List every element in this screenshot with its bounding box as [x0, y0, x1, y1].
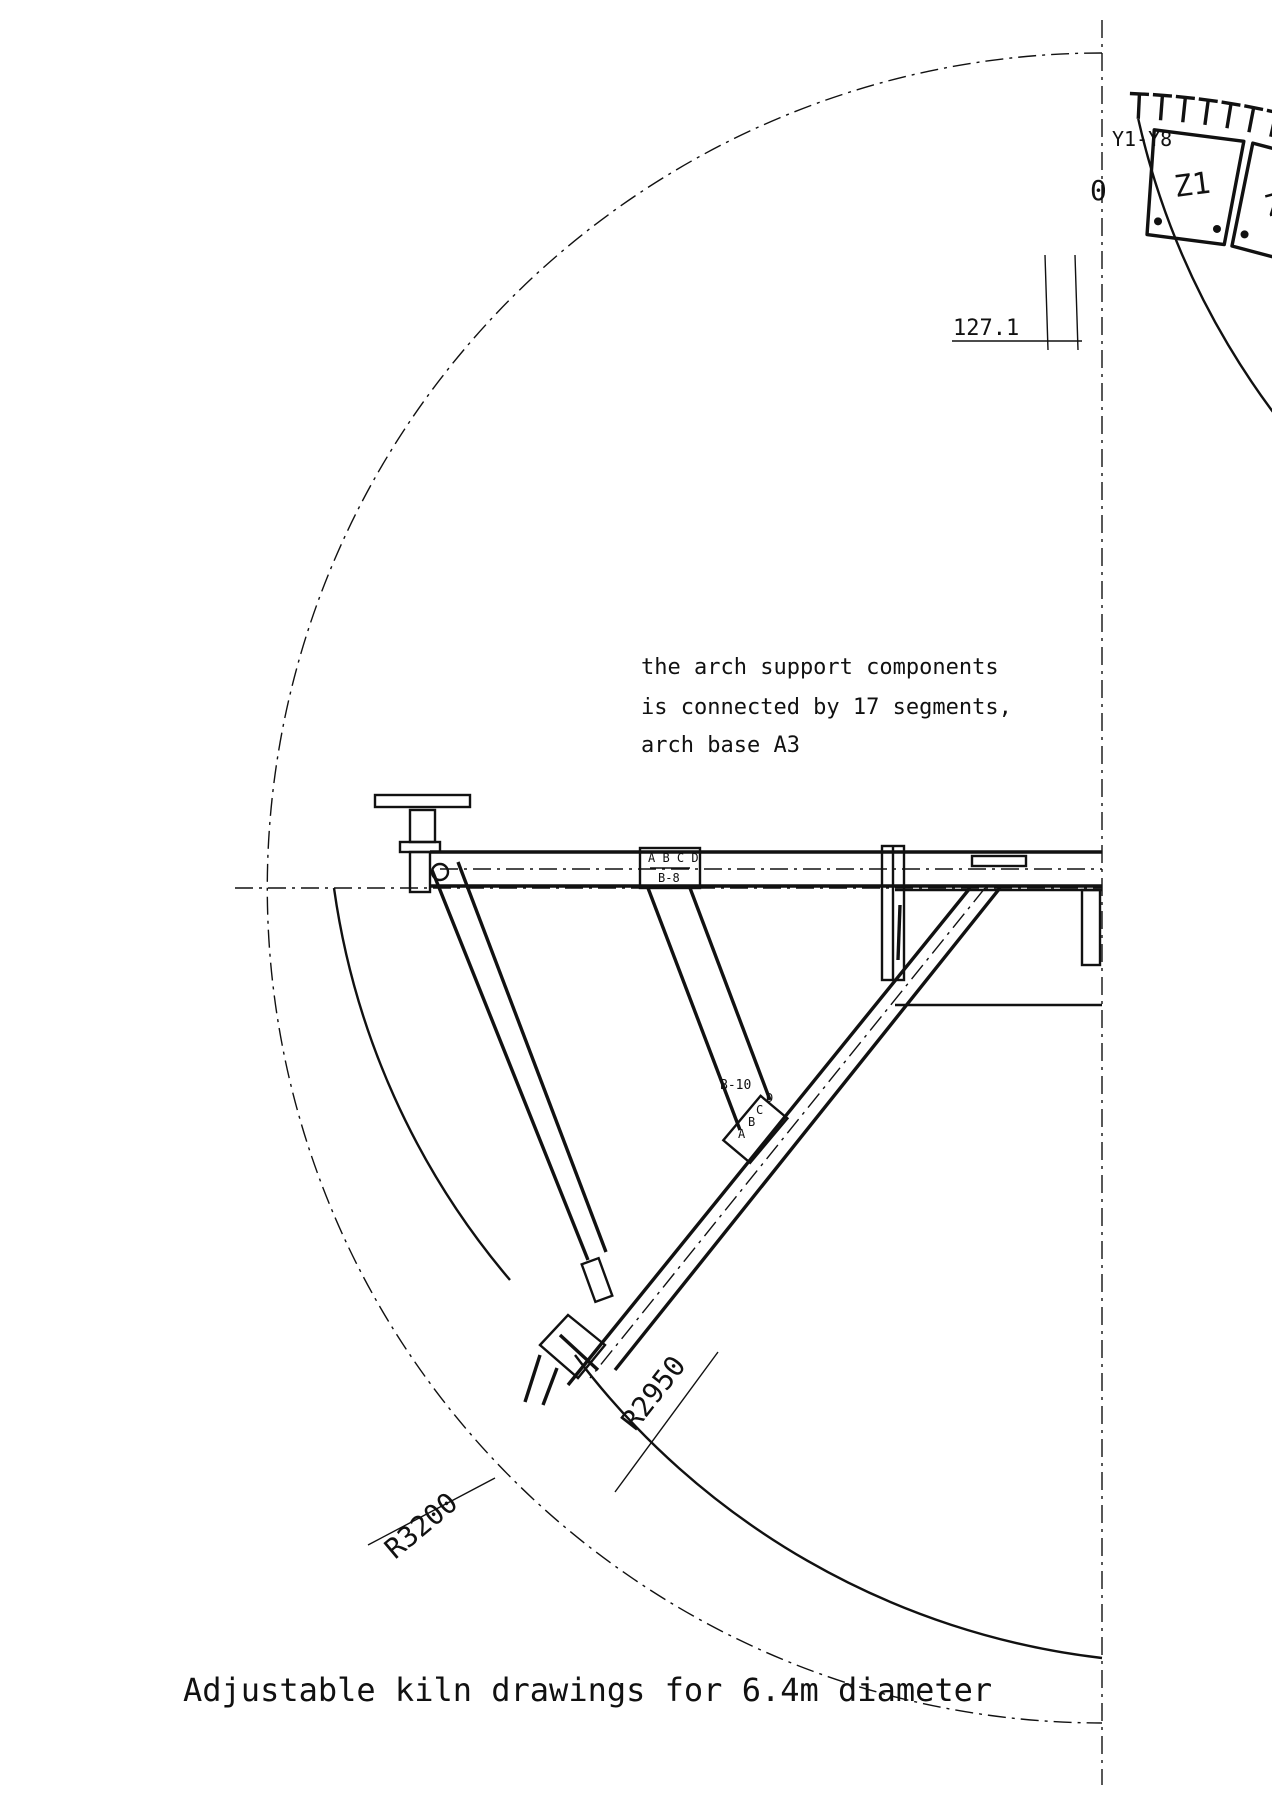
b10-label: B-10	[720, 1078, 751, 1093]
outer-radius-arc	[266, 52, 1103, 1724]
r2950-label: R2950	[615, 1350, 693, 1437]
footer-title: Adjustable kiln drawings for 6.4m diamet…	[183, 1671, 992, 1709]
t-bar	[1158, 95, 1165, 121]
t-bar	[1247, 107, 1256, 133]
dim-127-label: 127.1	[953, 316, 1019, 341]
dim-127-line	[952, 254, 1082, 351]
connection-plate-abcd	[638, 846, 702, 890]
plate-b8-label: B-8	[658, 871, 680, 885]
t-bar-ring-line	[1137, 118, 1272, 413]
t-bar-cap	[1175, 94, 1196, 101]
dim-r2950-line	[614, 1351, 719, 1493]
t-bar-ring	[1129, 91, 1272, 413]
note-line-2: is connected by 17 segments,	[641, 695, 1012, 720]
segment-label: Z1	[1172, 166, 1212, 205]
mark-a: A	[738, 1127, 746, 1141]
bolt-hole	[1240, 230, 1249, 239]
horizontal-beam	[430, 844, 1102, 1007]
diagonal-strut	[566, 886, 1002, 1387]
t-bar	[1203, 99, 1210, 126]
t-bar-cap	[1198, 97, 1218, 104]
t-bar-cap	[1152, 92, 1173, 98]
t-bar	[1225, 103, 1233, 129]
bolt-hole	[1154, 217, 1163, 226]
arch-segments: Z1Z2Z3Z4Z5Z6Z7Z8A3	[1145, 128, 1272, 259]
note-line-1: the arch support components	[641, 655, 999, 680]
arch-segment	[1230, 141, 1272, 259]
arch-segment	[1145, 128, 1246, 247]
mark-c: C	[756, 1103, 763, 1117]
dim-r3200-line	[367, 1477, 496, 1546]
tag-zero: 0	[1090, 174, 1107, 207]
plate-abcd-label: A B C D	[648, 851, 699, 865]
r3200-label: R3200	[378, 1486, 464, 1565]
t-bar	[1136, 93, 1142, 119]
secondary-brace	[646, 887, 790, 1165]
mark-b: B	[748, 1115, 755, 1129]
mark-d: D	[766, 1091, 773, 1105]
note-line-3: arch base A3	[641, 733, 800, 758]
t-bar-cap	[1221, 100, 1241, 107]
t-bar-cap	[1266, 108, 1272, 114]
t-bar	[1181, 97, 1188, 123]
adjustable-jack	[430, 861, 614, 1304]
t-bar-cap	[1243, 104, 1264, 112]
inner-radius-arc-upper	[332, 887, 511, 1281]
foot-anchor	[523, 1313, 607, 1406]
bolt-hole	[1212, 224, 1221, 233]
t-bar-cap	[1129, 91, 1150, 97]
tag-y1-y8: Y1-Y8	[1112, 127, 1172, 151]
inner-radius-arc	[574, 1354, 1103, 1660]
segment-label: Z2	[1261, 182, 1272, 225]
arch-base-bracket	[373, 793, 472, 894]
